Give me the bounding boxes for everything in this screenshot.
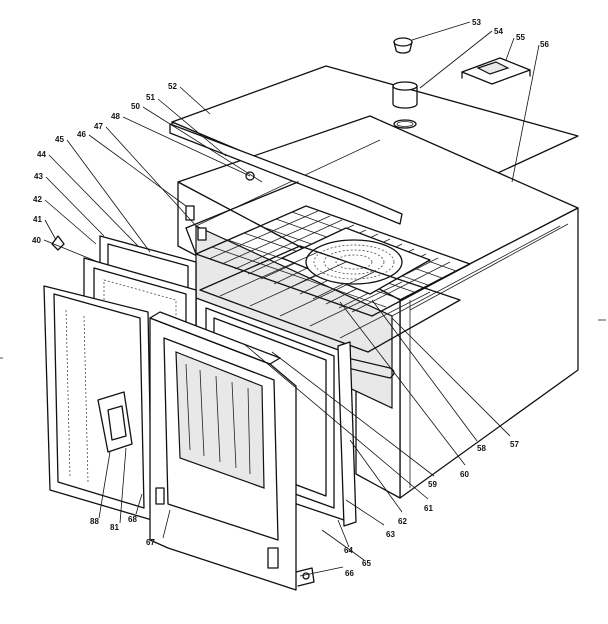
callout-62: 62 — [398, 517, 407, 526]
callout-66: 66 — [345, 569, 354, 578]
callout-47: 47 — [94, 122, 103, 131]
callout-67: 67 — [146, 538, 155, 547]
callout-81: 81 — [110, 523, 119, 532]
callout-40: 40 — [32, 236, 41, 245]
callout-51: 51 — [146, 93, 155, 102]
callout-88: 88 — [90, 517, 99, 526]
vent-collar — [392, 81, 418, 129]
callout-52: 52 — [168, 82, 177, 91]
door-handle — [97, 391, 133, 453]
callout-48: 48 — [111, 112, 120, 121]
lower-rack — [199, 245, 461, 353]
callout-63: 63 — [386, 530, 395, 539]
mounting-bracket — [461, 57, 531, 85]
callout-42: 42 — [33, 195, 42, 204]
door-side-trim — [337, 341, 357, 527]
callout-50: 50 — [131, 102, 140, 111]
callout-68: 68 — [128, 515, 137, 524]
callout-44: 44 — [37, 150, 46, 159]
callout-59: 59 — [428, 480, 437, 489]
callout-64: 64 — [344, 546, 353, 555]
callout-58: 58 — [477, 444, 486, 453]
oven-door — [149, 311, 297, 591]
callout-labels: 40 41 42 43 44 45 46 47 48 50 51 52 53 5… — [32, 18, 549, 578]
callout-61: 61 — [424, 504, 433, 513]
callout-46: 46 — [77, 130, 86, 139]
callout-55: 55 — [516, 33, 525, 42]
callout-45: 45 — [55, 135, 64, 144]
callout-57: 57 — [510, 440, 519, 449]
door-hinge — [295, 567, 315, 587]
leader-lines — [43, 21, 540, 577]
callout-65: 65 — [362, 559, 371, 568]
callout-54: 54 — [494, 27, 503, 36]
callout-56: 56 — [540, 40, 549, 49]
callout-60: 60 — [460, 470, 469, 479]
callout-53: 53 — [472, 18, 481, 27]
callout-43: 43 — [34, 172, 43, 181]
rear-rail — [169, 123, 403, 225]
vent-cap — [393, 37, 413, 54]
door-latch-clip — [51, 235, 65, 251]
callout-41: 41 — [33, 215, 42, 224]
